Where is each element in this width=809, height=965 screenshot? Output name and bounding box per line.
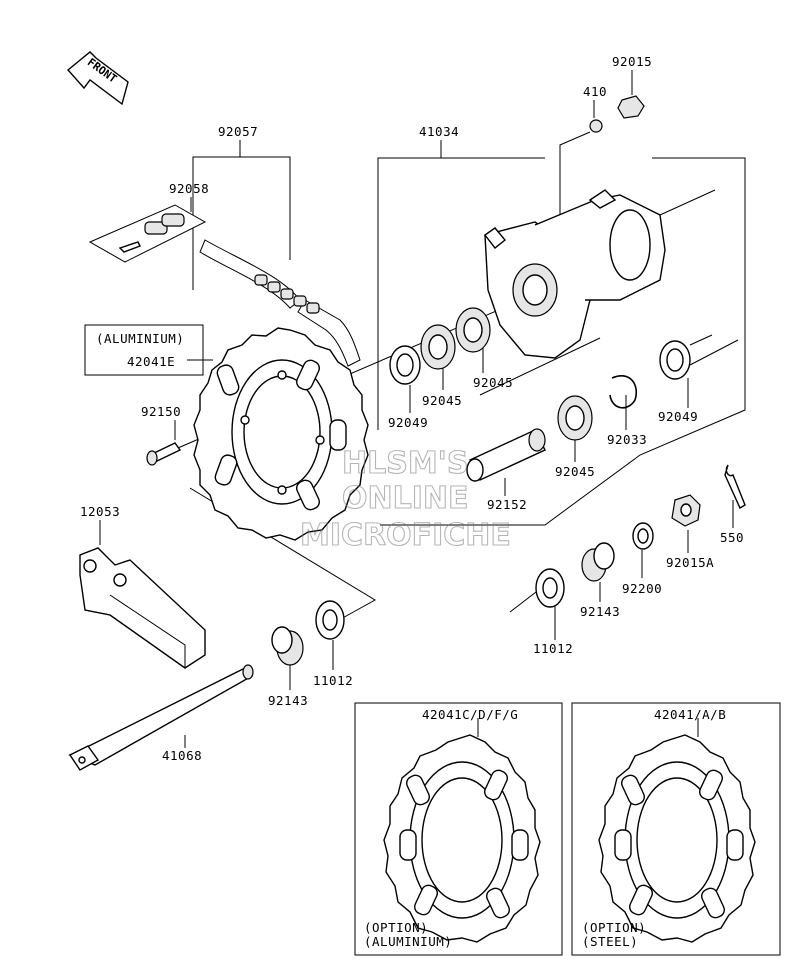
label-42041E: 42041E	[127, 354, 175, 369]
label-92058: 92058	[169, 181, 209, 196]
option-aluminium-box	[354, 702, 563, 956]
washer-410	[589, 119, 603, 133]
label-12053: 12053	[80, 504, 120, 519]
option-aluminium-line2: (ALUMINIUM)	[364, 934, 452, 949]
label-92143-right: 92143	[580, 604, 620, 619]
rear-hub	[483, 189, 666, 359]
label-92015A: 92015A	[666, 555, 714, 570]
chain-guide	[79, 547, 206, 669]
label-92152: 92152	[487, 497, 527, 512]
sprocket-option-aluminium	[383, 734, 541, 943]
label-11012-right: 11012	[533, 641, 573, 656]
label-92045-c: 92045	[555, 464, 595, 479]
cotter-pin	[724, 464, 746, 510]
option-aluminium-line1: (OPTION)	[364, 920, 428, 935]
label-550: 550	[720, 530, 744, 545]
part-labels: 92015 410 92057 41034 92058 (ALUMINIUM) …	[80, 54, 744, 949]
watermark-line-3: MICROFICHE	[300, 518, 511, 553]
label-92143-left: 92143	[268, 693, 308, 708]
label-92057: 92057	[218, 124, 258, 139]
collar-left	[271, 626, 304, 666]
master-link-kit	[88, 204, 207, 263]
option-steel-box	[571, 702, 781, 956]
nut-92015	[617, 95, 645, 119]
sprocket-bolt	[146, 442, 182, 466]
collar-right	[581, 542, 615, 582]
label-42041CDFG: 42041C/D/F/G	[422, 707, 518, 722]
label-41034: 41034	[419, 124, 459, 139]
bearing-seal-set	[389, 307, 691, 441]
circlip-92033	[609, 375, 637, 409]
label-92015: 92015	[612, 54, 652, 69]
label-92049-left: 92049	[388, 415, 428, 430]
rear-sprocket-main	[193, 327, 369, 541]
label-11012-left: 11012	[313, 673, 353, 688]
rear-axle	[68, 664, 254, 771]
label-aluminium: (ALUMINIUM)	[96, 331, 184, 346]
label-92033: 92033	[607, 432, 647, 447]
label-41068: 41068	[162, 748, 202, 763]
sprocket-option-steel	[598, 734, 756, 943]
label-410: 410	[583, 84, 607, 99]
watermark: HLSM'S ONLINE MICROFICHE	[299, 445, 511, 553]
label-92200: 92200	[622, 581, 662, 596]
front-arrow-icon: FRONT	[66, 51, 129, 106]
hub-spacer	[466, 428, 546, 482]
label-92150: 92150	[141, 404, 181, 419]
drive-chain	[199, 239, 361, 367]
watermark-line-1: HLSM'S	[342, 446, 468, 481]
option-steel-line2: (STEEL)	[582, 934, 638, 949]
watermark-line-2: ONLINE	[342, 481, 469, 516]
label-92045-a: 92045	[422, 393, 462, 408]
label-92045-b: 92045	[473, 375, 513, 390]
label-92049-right: 92049	[658, 409, 698, 424]
chain-links	[254, 274, 320, 314]
label-42041AB: 42041/A/B	[654, 707, 726, 722]
option-steel-line1: (OPTION)	[582, 920, 646, 935]
